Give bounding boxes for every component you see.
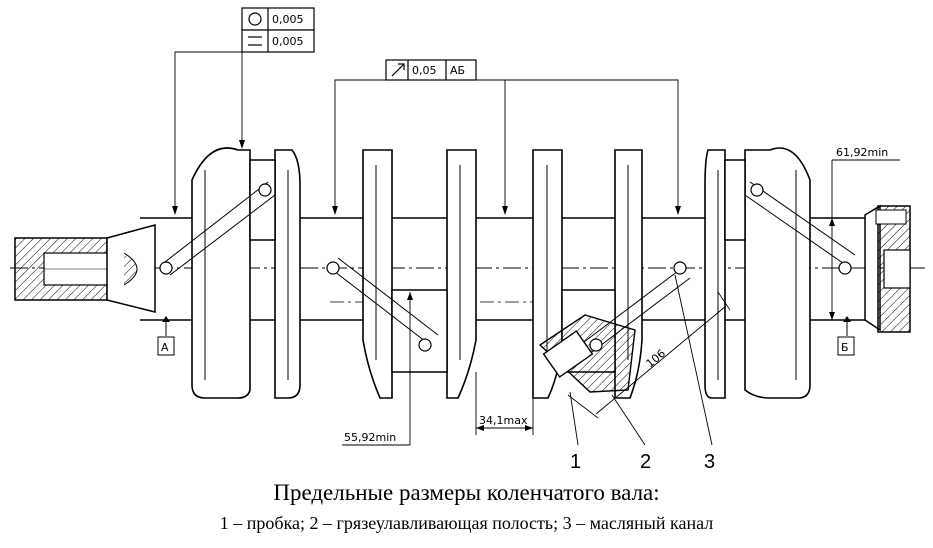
web-inner-contours (204, 165, 797, 380)
circularity-icon (248, 12, 262, 26)
leader-arrowheads (172, 140, 681, 215)
fcf-runout: 0,05 АБ (385, 59, 477, 81)
plug-section (538, 314, 636, 393)
front-shaft-end (14, 224, 156, 313)
callout-3: 3 (704, 451, 715, 473)
straightness-icon (248, 36, 262, 46)
datum-b-label: Б (841, 341, 849, 354)
dim-main-journal-text: 61,92min (836, 146, 888, 159)
caption-legend: 1 – пробка; 2 – грязеулавливающая полост… (219, 513, 714, 533)
callout-1: 1 (570, 451, 581, 473)
fcf-circularity: 0,005 (241, 7, 315, 31)
dim-pin-journal: 55,92min (342, 292, 413, 446)
oil-holes (159, 183, 852, 352)
caption-title: Предельные размеры коленчатого вала: (273, 480, 660, 505)
rear-shaft-end (864, 204, 911, 333)
runout-arrow-icon (391, 63, 405, 77)
dim-pin-width-text: 34,1max (479, 414, 528, 427)
datum-b-marker: Б (837, 316, 855, 356)
dim-channel-length-text: 106 (644, 347, 668, 370)
runout-value: 0,05 (412, 64, 437, 77)
callout-2: 2 (640, 451, 651, 473)
dim-pin-journal-text: 55,92min (344, 431, 396, 444)
dim-pin-width: 34,1max (475, 372, 534, 435)
dim-main-journal: 61,92min (829, 146, 900, 320)
crank-pins (249, 159, 746, 373)
datum-a-label: А (161, 341, 169, 354)
circularity-value: 0,005 (272, 13, 304, 26)
runout-datum: АБ (450, 64, 465, 77)
callout-leaders (569, 274, 713, 446)
datum-a-marker: А (157, 316, 175, 356)
tolerance-leaders (174, 30, 679, 212)
oil-channels (164, 181, 856, 356)
crank-webs (191, 147, 811, 399)
fcf-straightness: 0,005 (241, 29, 315, 53)
straightness-value: 0,005 (272, 35, 304, 48)
